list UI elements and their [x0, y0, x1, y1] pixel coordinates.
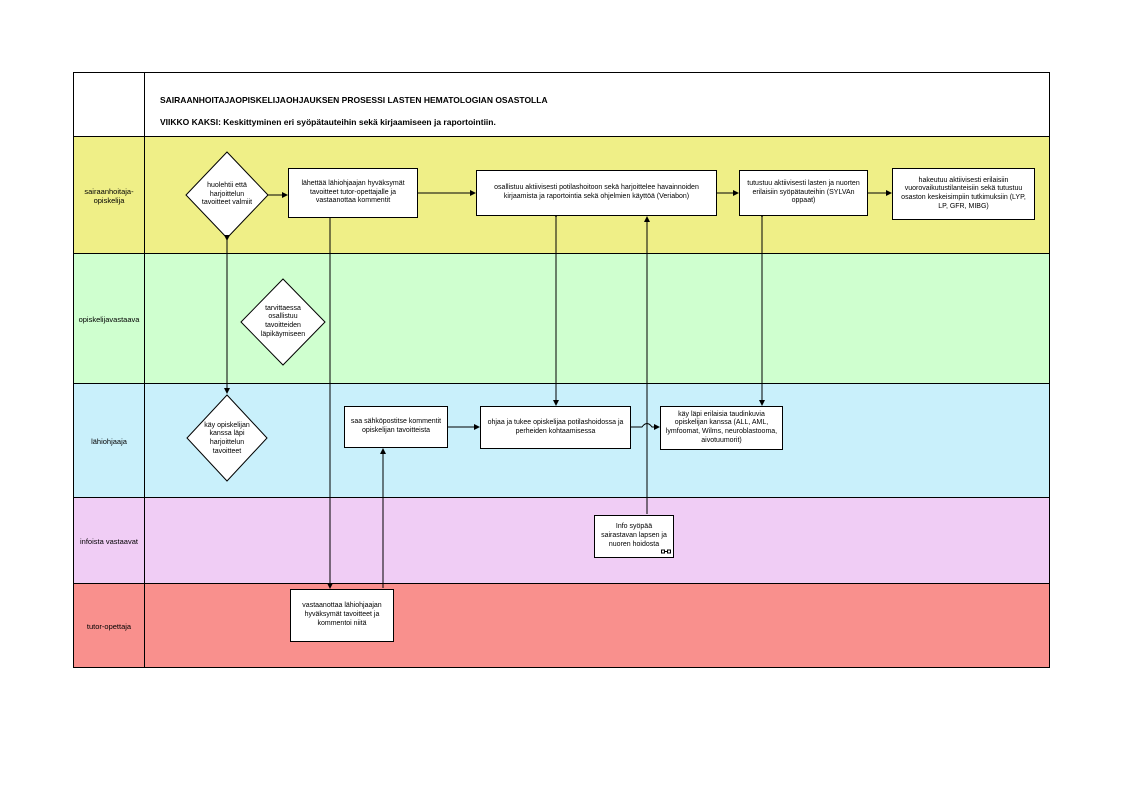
lane-label-tutor: tutor-opettaja: [86, 621, 132, 631]
process-patient-care: osallistuu aktiivisesti potilashoitoon s…: [476, 170, 717, 216]
lane-label-info: infoista vastaavat: [80, 536, 138, 546]
process-tutor-comments: vastaanottaa lähiohjaajan hyväksymät tav…: [290, 589, 394, 642]
diamond-supervisor-goals: [186, 394, 268, 482]
lane-label-student-coordinator: opiskelijavastaava: [78, 314, 140, 324]
process-interaction-studies: hakeutuu aktiivisesti erilaisiin vuorova…: [892, 168, 1035, 220]
diamond-coordinator-text: tarvittaessa osallistuu tavoitteiden läp…: [260, 304, 306, 338]
process-disease-review: käy läpi erilaisia taudinkuvia opiskelij…: [660, 406, 783, 450]
lane-tutor: tutor-opettaja: [74, 583, 1049, 667]
header-row: SAIRAANHOITAJAOPISKELIJAOHJAUKSEN PROSES…: [74, 73, 1049, 136]
process-cancer-diseases: tutustuu aktiivisesti lasten ja nuorten …: [739, 170, 868, 216]
process-info-care: Info syöpää sairastavan lapsen ja nuoren…: [594, 515, 674, 558]
lane-label-supervisor: lähiohjaaja: [91, 436, 127, 446]
subprocess-marker-icon: [661, 549, 671, 554]
process-guide-support: ohjaa ja tukee opiskelijaa potilashoidos…: [480, 406, 631, 449]
swimlane-diagram: SAIRAANHOITAJAOPISKELIJAOHJAUKSEN PROSES…: [73, 72, 1050, 668]
arrow-b6-b7: [631, 423, 660, 430]
process-info-care-text: Info syöpää sairastavan lapsen ja nuoren…: [601, 523, 667, 548]
process-email-comments: saa sähköpostitse kommentit opiskelijan …: [344, 406, 448, 448]
diamond-coordinator: [240, 278, 326, 366]
lane-label-student: sairaanhoitaja- opiskelija: [84, 186, 134, 205]
process-send-goals: lähettää lähiohjaajan hyväksymät tavoitt…: [288, 168, 418, 218]
diamond-supervisor-goals-text: käy opiskelijan kanssa läpi harjoittelun…: [204, 421, 250, 455]
diamond-student-goals-text: huolehtii että harjoittelun tavoitteet v…: [201, 181, 253, 207]
diagram-title: SAIRAANHOITAJAOPISKELIJAOHJAUKSEN PROSES…: [160, 95, 548, 105]
lane-info: infoista vastaavat: [74, 497, 1049, 583]
lane-student-coordinator: opiskelijavastaava: [74, 253, 1049, 383]
diagram-subtitle: VIIKKO KAKSI: Keskittyminen eri syöpätau…: [160, 117, 496, 127]
